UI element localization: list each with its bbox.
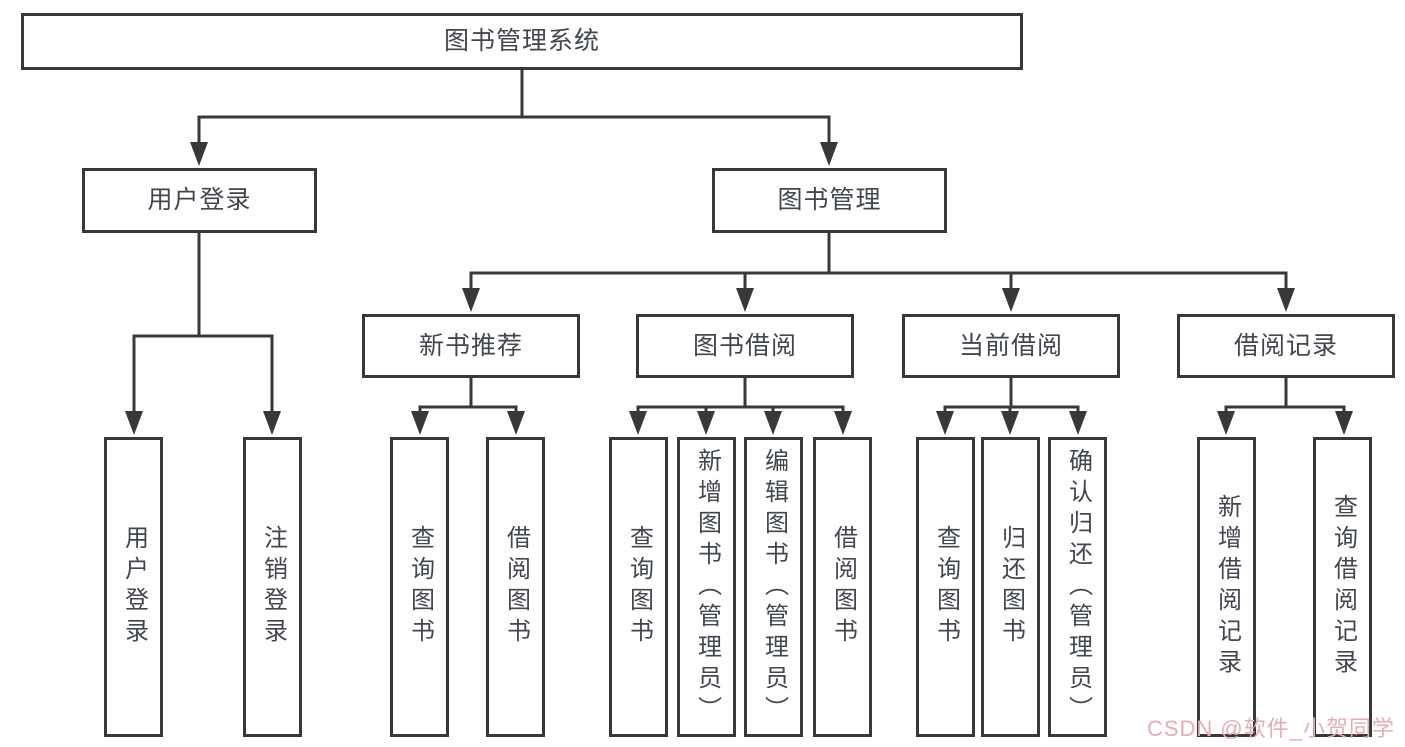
leaf-newbooks-query-books: 查询图书 [390, 437, 449, 737]
leaf-borrow-query-books: 查询图书 [609, 437, 668, 737]
leaf-borrow-borrow-books: 借阅图书 [813, 437, 872, 737]
leaf-records-query-record: 查询借阅记录 [1313, 437, 1372, 737]
leaf-newbooks-borrow-books: 借阅图书 [486, 437, 545, 737]
node-current-borrow: 当前借阅 [902, 314, 1120, 378]
leaf-borrow-add-books-admin: 新增图书（管理员） [677, 437, 736, 737]
leaf-user-login: 用户登录 [104, 437, 163, 737]
leaf-current-confirm-return-admin: 确认归还（管理员） [1048, 437, 1107, 737]
node-borrow-records: 借阅记录 [1177, 314, 1395, 378]
csdn-watermark: CSDN @软件_小贺同学 [1146, 716, 1395, 741]
node-book-borrow: 图书借阅 [636, 314, 854, 378]
node-user-login: 用户登录 [82, 168, 317, 233]
node-new-book-recommend: 新书推荐 [362, 314, 580, 378]
node-root-library-system: 图书管理系统 [21, 13, 1023, 70]
leaf-records-add-record: 新增借阅记录 [1197, 437, 1256, 737]
node-book-management: 图书管理 [712, 168, 947, 233]
leaf-current-return-books: 归还图书 [981, 437, 1040, 737]
leaf-logout: 注销登录 [243, 437, 302, 737]
leaf-borrow-edit-books-admin: 编辑图书（管理员） [744, 437, 803, 737]
leaf-current-query-books: 查询图书 [916, 437, 975, 737]
